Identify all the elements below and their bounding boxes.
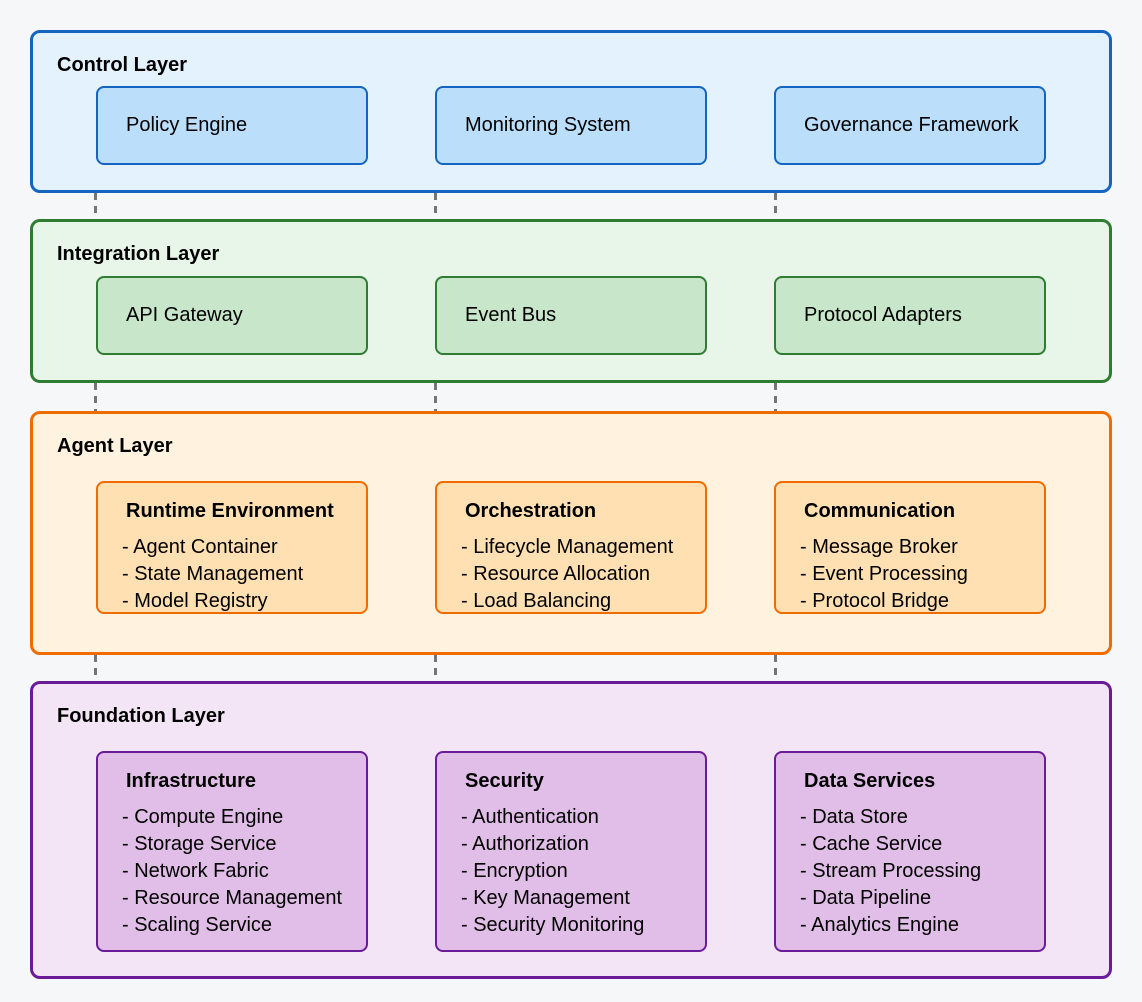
layer-connector-row — [30, 383, 1112, 411]
boxes-row: Runtime Environment - Agent Container - St… — [96, 481, 1109, 614]
component-item-list: - Lifecycle Management - Resource Allocat… — [461, 534, 701, 615]
component-item: - Key Management — [461, 887, 630, 909]
component-item-list: - Data Store - Cache Service - Stream Proc… — [800, 804, 1040, 939]
connector-dash — [774, 383, 777, 411]
box-communication: Communication - Message Broker - Event Pro… — [774, 481, 1046, 614]
component-item: - Event Processing — [800, 563, 968, 585]
connector-dash — [94, 193, 97, 219]
layer-connector-row — [30, 655, 1112, 681]
layer-title: Foundation Layer — [57, 705, 225, 727]
component-item: - Agent Container — [122, 536, 278, 558]
layer-title: Agent Layer — [57, 435, 173, 457]
component-title: Monitoring System — [465, 114, 631, 136]
component-item: - Network Fabric — [122, 860, 269, 882]
component-item-list: - Compute Engine - Storage Service - Netwo… — [122, 804, 362, 939]
component-item: - State Management — [122, 563, 304, 585]
box-runtime-environment: Runtime Environment - Agent Container - St… — [96, 481, 368, 614]
component-item: - Message Broker — [800, 536, 958, 558]
component-item: - Cache Service — [800, 833, 943, 855]
box-monitoring-system: Monitoring System — [435, 86, 707, 165]
connector-dash — [774, 193, 777, 219]
box-data-services: Data Services - Data Store - Cache Service… — [774, 751, 1046, 952]
component-title: Security — [465, 770, 544, 792]
component-title: Orchestration — [465, 500, 597, 522]
box-governance-framework: Governance Framework — [774, 86, 1046, 165]
connector-dash — [774, 655, 777, 681]
boxes-row: Infrastructure - Compute Engine - Storage … — [96, 751, 1109, 952]
component-item: - Lifecycle Management — [461, 536, 674, 558]
component-title: Data Services — [804, 770, 936, 792]
component-title: Runtime Environment — [126, 500, 334, 522]
component-item-list: - Agent Container - State Management - Mod… — [122, 534, 362, 615]
box-api-gateway: API Gateway — [96, 276, 368, 355]
component-item: - Compute Engine — [122, 806, 284, 828]
boxes-row: Policy Engine Monitoring System Governance… — [96, 86, 1109, 165]
component-item-list: - Authentication - Authorization - Encrypt… — [461, 804, 701, 939]
connector-dash — [434, 193, 437, 219]
component-item: - Data Store — [800, 806, 908, 828]
component-item: - Scaling Service — [122, 914, 273, 936]
component-item: - Analytics Engine — [800, 914, 959, 936]
connector-dash — [434, 655, 437, 681]
connector-dash — [94, 655, 97, 681]
box-orchestration: Orchestration - Lifecycle Management - Res… — [435, 481, 707, 614]
component-item: - Load Balancing — [461, 590, 612, 612]
component-item-list: - Message Broker - Event Processing - Prot… — [800, 534, 1040, 615]
boxes-row: API Gateway Event Bus Protocol Adapters — [96, 276, 1109, 355]
component-item: - Storage Service — [122, 833, 277, 855]
component-title: Communication — [804, 500, 956, 522]
layer-title: Control Layer — [57, 54, 188, 76]
connector-dash — [434, 383, 437, 411]
component-item: - Protocol Bridge — [800, 590, 949, 612]
component-title: Governance Framework — [804, 114, 1019, 136]
component-item: - Authorization — [461, 833, 589, 855]
box-policy-engine: Policy Engine — [96, 86, 368, 165]
box-protocol-adapters: Protocol Adapters — [774, 276, 1046, 355]
connector-dash — [94, 383, 97, 411]
box-security: Security- Authentication- Authorization-… — [435, 751, 707, 952]
component-title: Policy Engine — [126, 114, 248, 136]
box-event-bus: Event Bus — [435, 276, 707, 355]
box-infrastructure: Infrastructure - Compute Engine - Storage … — [96, 751, 368, 952]
layer-title: Integration Layer — [57, 243, 220, 265]
component-item: - Encryption — [461, 860, 568, 882]
component-title: Protocol Adapters — [804, 304, 962, 326]
component-item: - Resource Allocation — [461, 563, 650, 585]
component-title: Event Bus — [465, 304, 557, 326]
component-item: - Security Monitoring — [461, 914, 645, 936]
component-item: - Resource Management — [122, 887, 343, 909]
component-item: - Authentication — [461, 806, 599, 828]
component-item: - Data Pipeline — [800, 887, 932, 909]
component-title: Infrastructure — [126, 770, 257, 792]
component-item: - Model Registry — [122, 590, 268, 612]
component-item: - Stream Processing — [800, 860, 982, 882]
layer-connector-row — [30, 193, 1112, 219]
component-title: API Gateway — [126, 304, 243, 326]
